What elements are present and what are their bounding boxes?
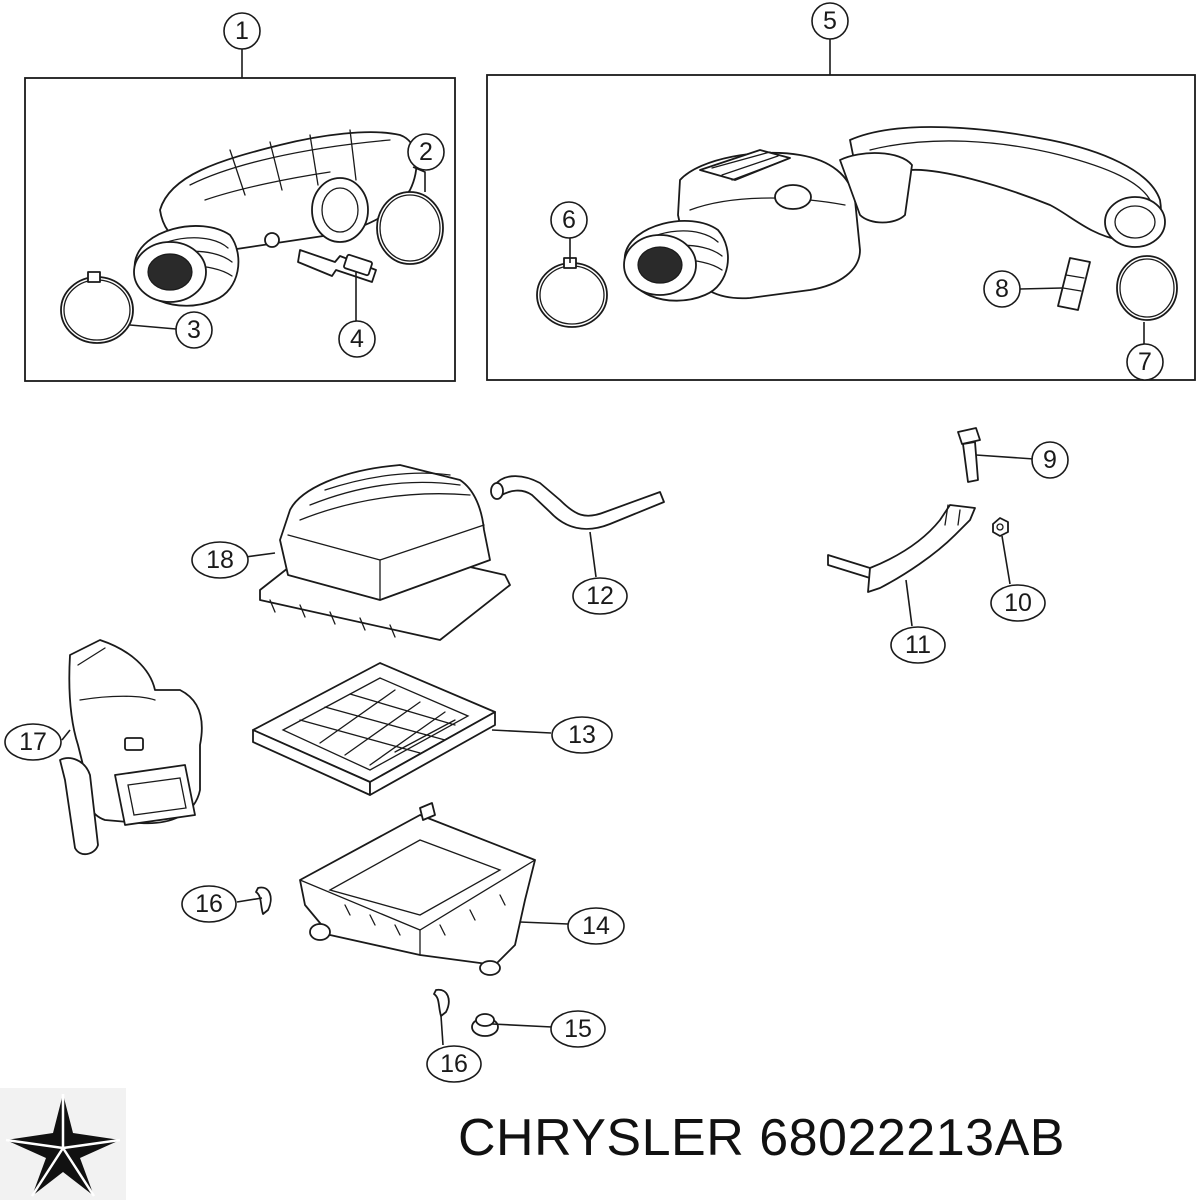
- callout-5: 5: [811, 2, 849, 40]
- pentastar-star-icon: [0, 1088, 126, 1200]
- callout-1: 1: [223, 12, 261, 50]
- part-cover-18: [259, 464, 511, 641]
- callout-14: 14: [567, 907, 625, 945]
- callout-4: 4: [338, 320, 376, 358]
- part-clamp-7: [1116, 255, 1178, 321]
- part-sensor-4: [297, 249, 377, 283]
- svg-text:11: 11: [905, 631, 931, 659]
- svg-text:1: 1: [235, 17, 249, 45]
- callout-9: 9: [1031, 441, 1069, 479]
- callout-10: 10: [990, 584, 1046, 622]
- callout-3: 3: [175, 311, 213, 349]
- svg-text:15: 15: [564, 1015, 592, 1043]
- callout-16-b: 16: [426, 1045, 482, 1083]
- part-clamp-6: [536, 257, 608, 328]
- svg-text:3: 3: [187, 316, 201, 344]
- part-clamp-2: [376, 191, 444, 265]
- svg-text:16: 16: [440, 1050, 468, 1078]
- callout-18: 18: [191, 541, 249, 579]
- group-frame-left: [24, 77, 456, 382]
- callout-8: 8: [983, 270, 1021, 308]
- svg-text:14: 14: [582, 912, 610, 940]
- svg-text:4: 4: [350, 325, 364, 353]
- group-frame-right: [486, 74, 1196, 381]
- svg-text:9: 9: [1043, 446, 1057, 474]
- part-filter-13: [252, 662, 496, 796]
- part-bracket-11: [827, 504, 976, 593]
- part-number: 68022213AB: [759, 1109, 1065, 1167]
- part-sensor-8: [1057, 257, 1091, 311]
- callout-2: 2: [407, 133, 445, 171]
- part-grommet-15: [471, 1013, 499, 1037]
- part-bolt-9: [957, 427, 981, 483]
- svg-text:10: 10: [1004, 589, 1032, 617]
- part-air-duct-right: [623, 126, 1166, 302]
- svg-text:8: 8: [995, 275, 1009, 303]
- callout-7: 7: [1126, 343, 1164, 381]
- brand-name: CHRYSLER: [458, 1109, 745, 1167]
- part-clamp-3: [60, 271, 134, 344]
- svg-text:13: 13: [568, 721, 596, 749]
- part-hose-12: [490, 475, 665, 530]
- callout-13: 13: [551, 716, 613, 754]
- callout-11: 11: [890, 626, 946, 664]
- callout-16-a: 16: [181, 885, 237, 923]
- svg-text:5: 5: [823, 7, 837, 35]
- svg-text:2: 2: [419, 138, 433, 166]
- callout-15: 15: [550, 1010, 606, 1048]
- svg-text:18: 18: [206, 546, 234, 574]
- part-air-duct-left: [133, 129, 418, 307]
- svg-text:7: 7: [1138, 348, 1152, 376]
- part-clip-16-a: [255, 886, 272, 915]
- callout-17: 17: [4, 723, 62, 761]
- part-housing-14: [299, 802, 536, 976]
- part-nut-10: [992, 517, 1009, 537]
- svg-text:17: 17: [19, 728, 47, 756]
- part-caption: CHRYSLER 68022213AB: [458, 1108, 1188, 1188]
- svg-text:16: 16: [195, 890, 223, 918]
- callout-12: 12: [572, 577, 628, 615]
- callout-6: 6: [550, 201, 588, 239]
- part-clip-16-b: [433, 988, 450, 1017]
- svg-text:6: 6: [562, 206, 576, 234]
- svg-text:12: 12: [586, 582, 614, 610]
- part-intake-17: [59, 639, 203, 855]
